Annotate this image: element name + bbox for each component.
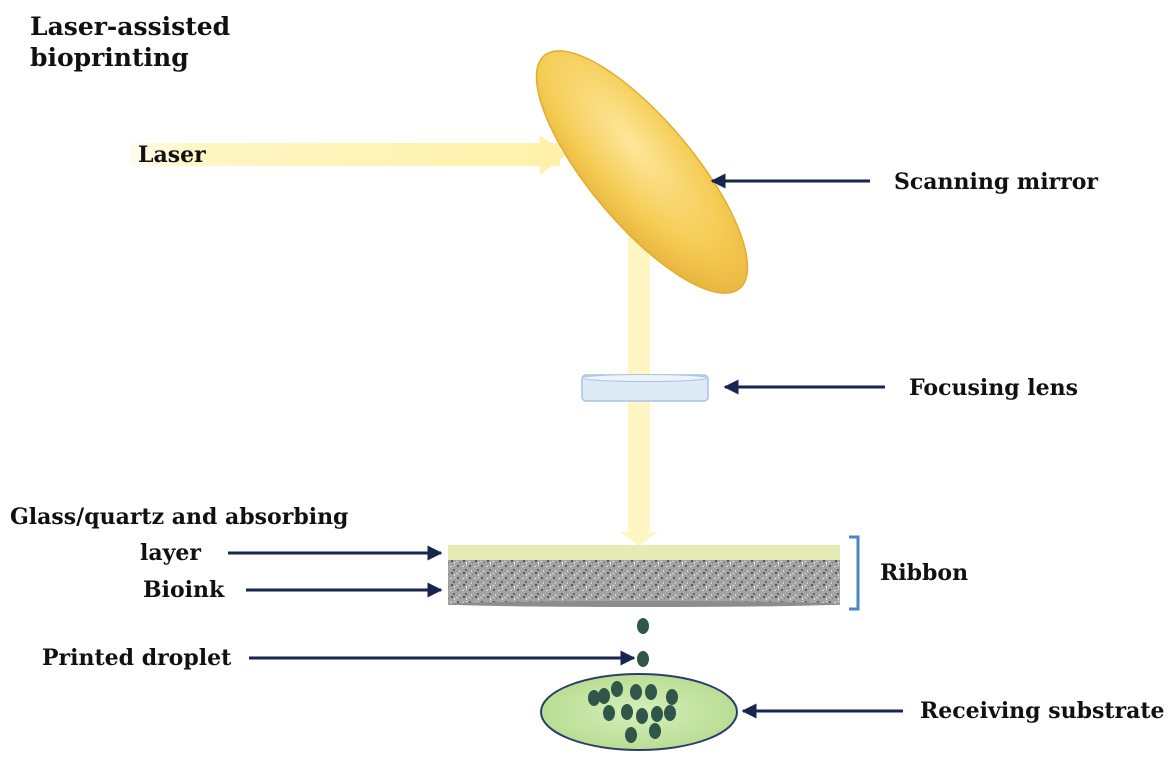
deposited-droplet — [625, 727, 637, 743]
label-glass-quartz-layer: layer — [140, 540, 201, 566]
label-ribbon: Ribbon — [880, 560, 968, 586]
label-laser: Laser — [138, 142, 206, 168]
deposited-droplet — [621, 704, 633, 720]
laser-beam-tip — [620, 532, 658, 546]
printed-droplet-upper — [637, 618, 649, 634]
deposited-droplet — [651, 706, 663, 722]
label-receiving-substrate: Receiving substrate — [920, 698, 1165, 724]
ribbon-bracket — [849, 535, 860, 611]
deposited-droplet — [636, 708, 648, 724]
deposited-droplet — [645, 684, 657, 700]
title-line-1: Laser-assisted — [30, 12, 230, 41]
label-focusing-lens: Focusing lens — [909, 375, 1078, 401]
label-glass-quartz-line-1: Glass/quartz and absorbing — [10, 504, 348, 530]
focusing-lens-top — [581, 374, 709, 382]
deposited-droplet — [611, 681, 623, 697]
title-line-2: bioprinting — [30, 43, 189, 72]
deposited-droplets — [588, 681, 678, 743]
laser-beam-arrowhead — [540, 135, 566, 175]
diagram-title: Laser-assisted bioprinting — [30, 12, 239, 72]
scanning-mirror — [535, 50, 749, 294]
printed-droplet-lower — [637, 651, 649, 667]
label-bioink: Bioink — [143, 577, 225, 603]
pointer-arrows — [228, 173, 903, 719]
bioink-layer — [448, 560, 840, 605]
deposited-droplet — [598, 688, 610, 704]
deposited-droplet — [649, 723, 661, 739]
label-glass-quartz: Glass/quartz and absorbing — [10, 504, 348, 530]
label-printed-droplet: Printed droplet — [42, 645, 232, 671]
deposited-droplet — [603, 705, 615, 721]
absorbing-layer — [448, 545, 840, 560]
label-scanning-mirror: Scanning mirror — [894, 169, 1098, 195]
laser-beam-horizontal — [130, 143, 560, 166]
deposited-droplet — [664, 705, 676, 721]
deposited-droplet — [666, 689, 678, 705]
deposited-droplet — [588, 690, 600, 706]
deposited-droplet — [630, 684, 642, 700]
bioink-bottom-edge — [448, 601, 840, 607]
